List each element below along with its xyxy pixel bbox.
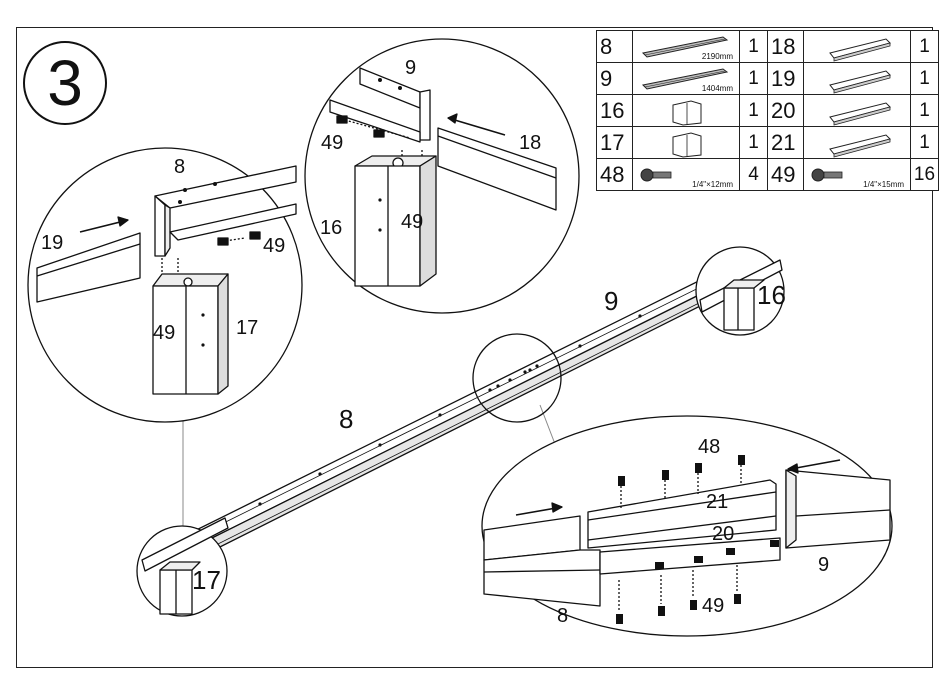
part-image: 1/4"×12mm — [633, 159, 740, 191]
detail-rail8-leg17 — [28, 148, 302, 422]
label-top-left-side: 19 — [41, 233, 63, 253]
label-joint-rail-left: 8 — [557, 606, 568, 626]
part-dimension: 1/4"×12mm — [692, 180, 733, 189]
part-dimension: 1404mm — [702, 84, 733, 93]
part-number: 20 — [768, 95, 804, 127]
label-top-mid-side: 18 — [519, 133, 541, 153]
part-number: 18 — [768, 31, 804, 63]
part-image: 1/4"×15mm — [804, 159, 911, 191]
label-joint-plate-bottom: 20 — [712, 524, 734, 544]
part-image: 2190mm — [633, 31, 740, 63]
label-main-leg-17: 17 — [192, 567, 221, 593]
part-quantity: 4 — [740, 159, 768, 191]
part-image: 1404mm — [633, 63, 740, 95]
part-dimension: 1/4"×15mm — [863, 180, 904, 189]
part-number: 21 — [768, 127, 804, 159]
label-main-leg-16: 16 — [757, 282, 786, 308]
label-joint-bolt-bottom: 49 — [702, 596, 724, 616]
part-dimension: 2190mm — [702, 52, 733, 61]
part-quantity: 1 — [911, 31, 939, 63]
part-quantity: 1 — [740, 127, 768, 159]
part-image — [804, 63, 911, 95]
bracket-rail-icon — [804, 63, 911, 95]
part-image — [633, 127, 740, 159]
label-joint-plate-top: 21 — [706, 492, 728, 512]
step-number: 3 — [23, 41, 107, 125]
label-top-mid-leg: 16 — [320, 218, 342, 238]
bracket-rail-icon — [804, 95, 911, 127]
label-top-mid-bolt: 49 — [321, 133, 343, 153]
part-number: 49 — [768, 159, 804, 191]
label-joint-rail-right: 9 — [818, 555, 829, 575]
detail-joint — [482, 416, 892, 636]
label-top-mid-bolt-b: 49 — [401, 212, 423, 232]
label-top-left-bolt-b: 49 — [153, 323, 175, 343]
part-number: 9 — [597, 63, 633, 95]
label-top-left-rail: 8 — [174, 157, 185, 177]
detail-rail9-leg16 — [305, 39, 579, 313]
part-quantity: 1 — [911, 63, 939, 95]
part-quantity: 1 — [740, 95, 768, 127]
part-image — [804, 127, 911, 159]
label-top-left-leg: 17 — [236, 318, 258, 338]
part-quantity: 1 — [911, 127, 939, 159]
part-number: 8 — [597, 31, 633, 63]
part-quantity: 16 — [911, 159, 939, 191]
part-quantity: 1 — [740, 63, 768, 95]
label-main-rail-8: 8 — [339, 406, 353, 432]
part-image — [804, 31, 911, 63]
part-number: 19 — [768, 63, 804, 95]
bracket-rail-icon — [804, 127, 911, 159]
leg-post-icon — [633, 127, 740, 159]
leg-post-icon — [633, 95, 740, 127]
bracket-rail-icon — [804, 31, 911, 63]
label-main-rail-9: 9 — [604, 288, 618, 314]
part-image — [633, 95, 740, 127]
part-quantity: 1 — [911, 95, 939, 127]
label-top-left-bolt: 49 — [263, 236, 285, 256]
part-number: 16 — [597, 95, 633, 127]
part-image — [804, 95, 911, 127]
label-top-mid-rail: 9 — [405, 58, 416, 78]
part-number: 17 — [597, 127, 633, 159]
part-number: 48 — [597, 159, 633, 191]
label-joint-bolt-top: 48 — [698, 437, 720, 457]
part-quantity: 1 — [740, 31, 768, 63]
